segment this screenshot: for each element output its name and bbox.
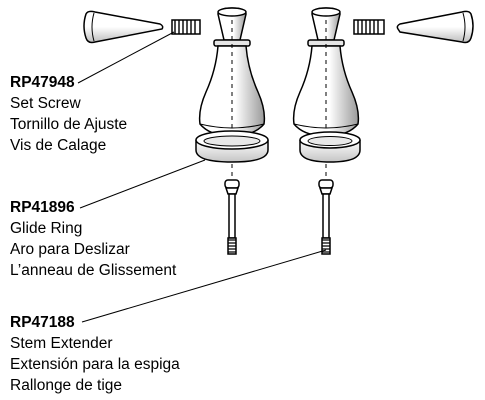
right-set-screw	[353, 19, 385, 35]
stem-extender-name-en: Stem Extender	[10, 335, 113, 352]
stem-extender-name-fr: Rallonge de tige	[10, 377, 123, 394]
right-lever	[396, 10, 474, 44]
leader-glide-ring	[79, 159, 206, 209]
leader-lines	[77, 31, 327, 323]
glide-ring-name-fr: L’anneau de Glissement	[10, 262, 177, 279]
set-screw-name-en: Set Screw	[10, 95, 81, 112]
glide-ring-name-en: Glide Ring	[10, 220, 83, 237]
set-screw-name-fr: Vis de Calage	[10, 137, 107, 154]
left-lever	[83, 10, 164, 44]
right-glide-ring	[299, 131, 361, 163]
stem-extender-label: RP47188 Stem Extender Extensión para la …	[10, 312, 180, 396]
left-body	[198, 45, 266, 137]
left-handle-assembly	[83, 7, 269, 255]
set-screw-part-number: RP47948	[10, 74, 75, 91]
left-set-screw	[171, 19, 201, 35]
left-glide-ring	[195, 130, 269, 163]
glide-ring-label: RP41896 Glide Ring Aro para Deslizar L’a…	[10, 197, 176, 281]
right-handle-assembly	[292, 7, 474, 255]
left-stem-extender	[224, 179, 240, 255]
glide-ring-part-number: RP41896	[10, 199, 75, 216]
stem-extender-part-number: RP47188	[10, 314, 75, 331]
leader-stem-extender	[81, 249, 327, 323]
glide-ring-name-es: Aro para Deslizar	[10, 241, 130, 258]
right-stem-extender	[318, 179, 334, 255]
leader-set-screw	[77, 31, 175, 84]
set-screw-name-es: Tornillo de Ajuste	[10, 116, 128, 133]
stem-extender-name-es: Extensión para la espiga	[10, 356, 180, 373]
set-screw-label: RP47948 Set Screw Tornillo de Ajuste Vis…	[10, 72, 127, 156]
right-body	[292, 45, 360, 137]
